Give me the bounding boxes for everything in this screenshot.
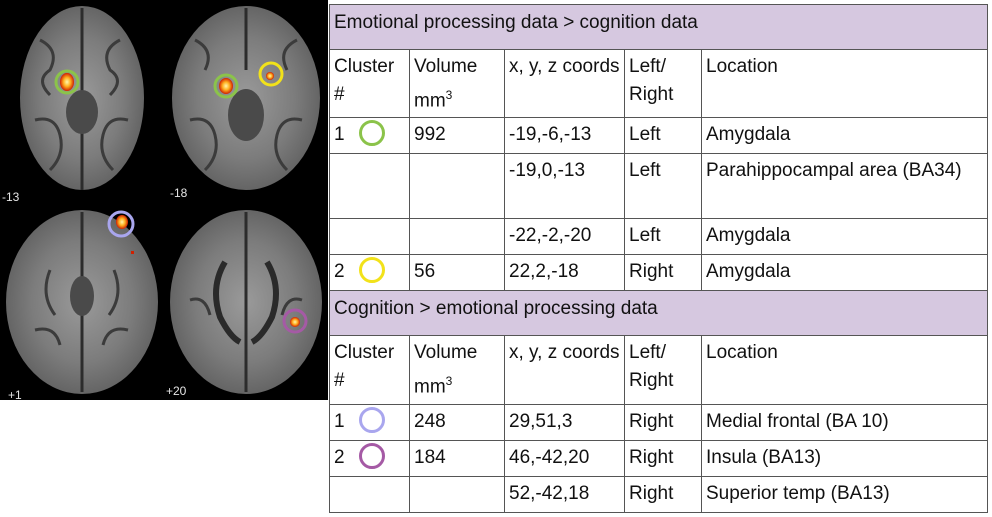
- slice-label-2: -18: [170, 186, 188, 200]
- side-cell: Left: [624, 153, 702, 220]
- slice-top-left: [20, 6, 144, 190]
- section-title: Cognition > emotional processing data: [329, 290, 988, 337]
- coords-cell: 52,-42,18: [504, 475, 625, 513]
- cluster-cell: [329, 475, 410, 513]
- cluster-marker-green-2: [213, 73, 239, 99]
- table-row: 1 992 -19,-6,-13 Left Amygdala: [329, 117, 988, 155]
- cluster-marker-purple: [282, 308, 308, 334]
- col-header-volume: Volume mm3: [409, 48, 505, 119]
- section-title: Emotional processing data > cognition da…: [329, 4, 988, 50]
- cluster-number: 1: [334, 124, 345, 146]
- side-cell: Left: [624, 117, 702, 155]
- location-cell: Amygdala: [701, 218, 988, 256]
- table-row: 52,-42,18 Right Superior temp (BA13): [329, 475, 988, 513]
- side-cell: Right: [624, 403, 702, 441]
- side-cell: Right: [624, 475, 702, 513]
- coords-cell: 29,51,3: [504, 403, 625, 441]
- cluster-marker-yellow: [258, 61, 284, 87]
- coords-cell: -22,-2,-20: [504, 218, 625, 256]
- side-cell: Right: [624, 254, 702, 292]
- volume-cell: 992: [409, 117, 505, 155]
- section-title-row: Cognition > emotional processing data: [329, 290, 988, 337]
- location-cell: Amygdala: [701, 117, 988, 155]
- section-title-row: Emotional processing data > cognition da…: [329, 4, 988, 50]
- cluster-marker-blue: [107, 210, 135, 238]
- location-cell: Superior temp (BA13): [701, 475, 988, 513]
- volume-label: Volume mm: [414, 56, 478, 112]
- table-row: -19,0,-13 Left Parahippocampal area (BA3…: [329, 153, 988, 220]
- cluster-number: 1: [334, 410, 345, 432]
- green-circle-icon: [358, 120, 385, 147]
- brain-slices-panel: -13 -18 +1 +20: [0, 0, 328, 402]
- coords-cell: -19,0,-13: [504, 153, 625, 220]
- cluster-cell: 2: [329, 254, 410, 292]
- table-row: 1 248 29,51,3 Right Medial frontal (BA 1…: [329, 403, 988, 441]
- volume-cell: 56: [409, 254, 505, 292]
- slice-bottom-left: [6, 210, 158, 394]
- purple-circle-icon: [358, 442, 385, 469]
- location-cell: Amygdala: [701, 254, 988, 292]
- coords-cell: -19,-6,-13: [504, 117, 625, 155]
- col-header-volume: Volume mm3: [409, 335, 505, 405]
- location-cell: Parahippocampal area (BA34): [701, 153, 988, 220]
- cluster-cell: 1: [329, 117, 410, 155]
- location-cell: Medial frontal (BA 10): [701, 403, 988, 441]
- location-cell: Insula (BA13): [701, 439, 988, 477]
- slice-top-right: [172, 6, 320, 190]
- yellow-circle-icon: [358, 257, 385, 284]
- slice-bottom-right: [170, 210, 322, 394]
- col-header-coords: x, y, z coords: [504, 48, 625, 119]
- coords-cell: 22,2,-18: [504, 254, 625, 292]
- volume-label: Volume mm: [414, 342, 478, 398]
- volume-sup: 3: [445, 374, 453, 389]
- col-header-location: Location: [701, 48, 988, 119]
- side-cell: Left: [624, 218, 702, 256]
- col-header-cluster: Cluster #: [329, 48, 410, 119]
- table-row: 2 56 22,2,-18 Right Amygdala: [329, 254, 988, 292]
- volume-cell: [409, 475, 505, 513]
- slice-label-3: +1: [8, 388, 22, 402]
- cluster-cell: 2: [329, 439, 410, 477]
- table-row: -22,-2,-20 Left Amygdala: [329, 218, 988, 256]
- cluster-number: 2: [334, 446, 345, 468]
- cluster-cell: [329, 153, 410, 220]
- volume-cell: 184: [409, 439, 505, 477]
- cluster-cell: [329, 218, 410, 256]
- col-header-location: Location: [701, 335, 988, 405]
- col-header-side: Left/ Right: [624, 48, 702, 119]
- table-row: 2 184 46,-42,20 Right Insula (BA13): [329, 439, 988, 477]
- volume-cell: [409, 153, 505, 220]
- blue-circle-icon: [358, 406, 385, 433]
- volume-sup: 3: [445, 88, 453, 102]
- col-header-side: Left/ Right: [624, 335, 702, 405]
- coords-cell: 46,-42,20: [504, 439, 625, 477]
- side-cell: Right: [624, 439, 702, 477]
- slice-label-1: -13: [2, 190, 20, 204]
- header-row: Cluster # Volume mm3 x, y, z coords Left…: [329, 48, 988, 119]
- cluster-marker-green: [54, 69, 80, 95]
- col-header-cluster: Cluster #: [329, 335, 410, 405]
- results-table: Emotional processing data > cognition da…: [329, 4, 988, 513]
- cluster-number: 2: [334, 261, 345, 283]
- brain-slices-image: [6, 6, 322, 394]
- cluster-cell: 1: [329, 403, 410, 441]
- volume-cell: 248: [409, 403, 505, 441]
- slice-label-4: +20: [166, 384, 187, 398]
- col-header-coords: x, y, z coords: [504, 335, 625, 405]
- header-row: Cluster # Volume mm3 x, y, z coords Left…: [329, 335, 988, 405]
- volume-cell: [409, 218, 505, 256]
